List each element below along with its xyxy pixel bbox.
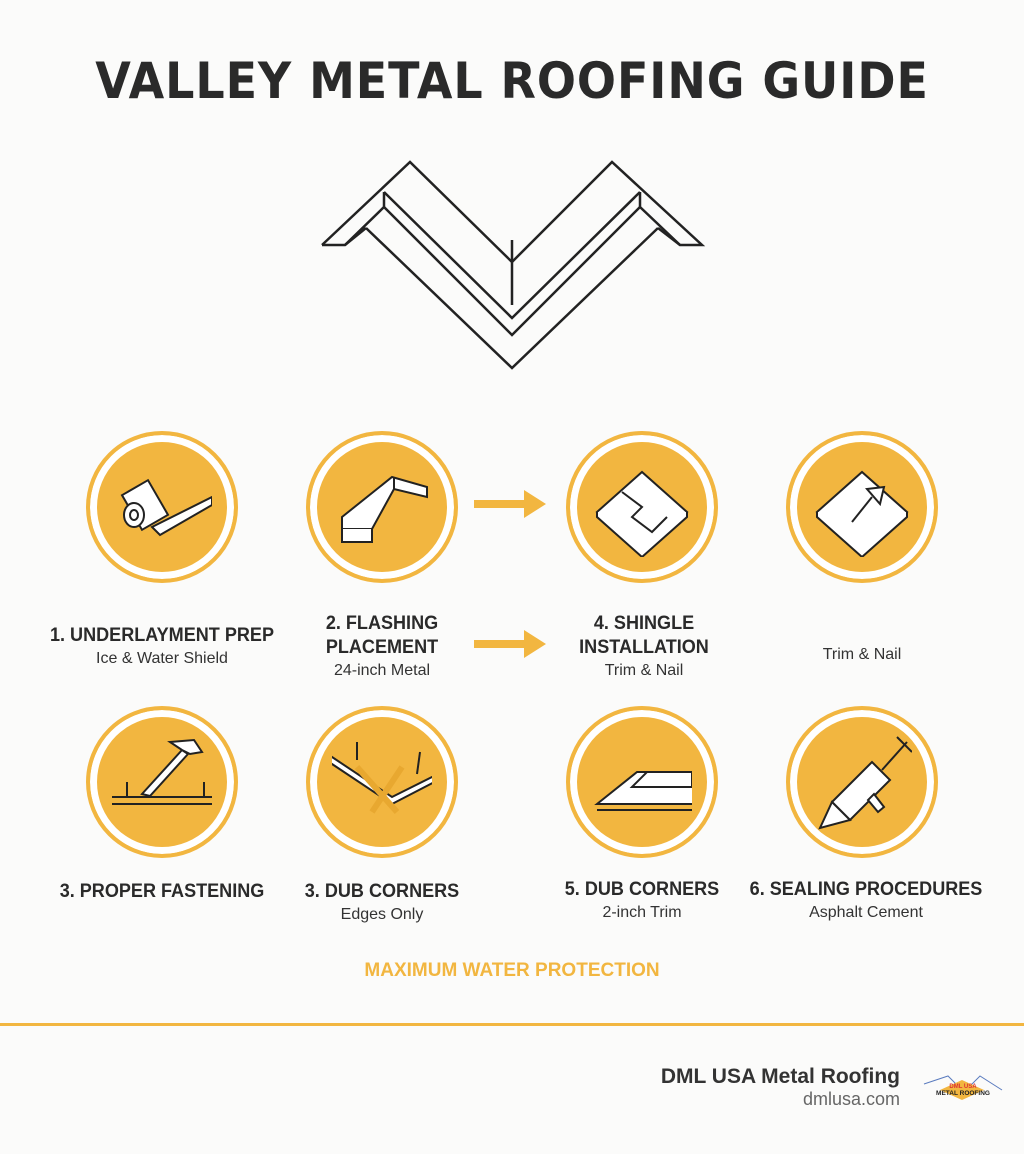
step-1-circle (86, 431, 238, 583)
step-5-label: 5. DUB CORNERS 2-inch Trim (512, 878, 772, 924)
step-4-circle (566, 431, 718, 583)
step-6-circle (786, 706, 938, 858)
hammer-icon (112, 738, 212, 805)
arrow-right-icon (474, 490, 546, 518)
step-title: 3. PROPER FASTENING (59, 881, 265, 902)
step-title: 2. FLASHING PLACEMENT (325, 613, 439, 658)
step-subtitle: Trim & Nail (604, 662, 684, 679)
step-3b-label: 3. DUB CORNERS Edges Only (252, 880, 512, 926)
step-subtitle: Trim & Nail (822, 646, 902, 663)
step-3-circle (86, 706, 238, 858)
step-title: 1. UNDERLAYMENT PREP (49, 625, 274, 646)
roll-icon (120, 478, 212, 537)
dml-logo-icon: DML USA METAL ROOFING (923, 1075, 1003, 1100)
step-title: 4. SHINGLE INSTALLATION (579, 613, 709, 658)
corner-cut-icon (332, 742, 432, 814)
brand-url[interactable]: dmlusa.com (802, 1089, 900, 1109)
step-1-label: 1. UNDERLAYMENT PREP Ice & Water Shield (32, 624, 292, 670)
step-3b-circle (306, 706, 458, 858)
svg-text:METAL ROOFING: METAL ROOFING (936, 1090, 990, 1097)
step-4-label: 4. SHINGLE INSTALLATION Trim & Nail (514, 612, 774, 682)
svg-text:DML USA: DML USA (949, 1084, 977, 1090)
step-subtitle: 24-inch Metal (333, 662, 431, 679)
page-title: VALLEY METAL ROOFING GUIDE (95, 52, 929, 110)
step-extra-circle (786, 431, 938, 583)
step-6-label: 6. SEALING PROCEDURES Asphalt Cement (736, 878, 996, 924)
step-title: 3. DUB CORNERS (304, 881, 460, 902)
valley-diagram-icon (321, 160, 706, 370)
brand-name: DML USA Metal Roofing (660, 1065, 900, 1088)
step-5-circle (566, 706, 718, 858)
shingle-arrow-icon (815, 470, 909, 557)
trim-icon (594, 771, 692, 811)
step-2-label: 2. FLASHING PLACEMENT 24-inch Metal (252, 612, 512, 682)
divider (0, 1023, 1024, 1026)
step-2-circle (306, 431, 458, 583)
step-subtitle: 2-inch Trim (602, 904, 682, 921)
arrow-right-icon (474, 630, 546, 658)
footer-brand: DML USA Metal Roofing dmlusa.com (661, 1065, 900, 1110)
step-title: 6. SEALING PROCEDURES (749, 879, 983, 900)
step-extra-label: Trim & Nail (732, 644, 992, 666)
step-3-label: 3. PROPER FASTENING (32, 880, 292, 904)
flashing-icon (341, 475, 428, 543)
step-subtitle: Ice & Water Shield (96, 650, 228, 667)
step-title: 5. DUB CORNERS (564, 879, 720, 900)
caulk-gun-icon (818, 736, 912, 830)
step-subtitle: Asphalt Cement (809, 904, 923, 921)
step-subtitle: Edges Only (340, 906, 424, 923)
shingle-icon (595, 470, 689, 557)
tagline: MAXIMUM WATER PROTECTION (364, 960, 660, 981)
